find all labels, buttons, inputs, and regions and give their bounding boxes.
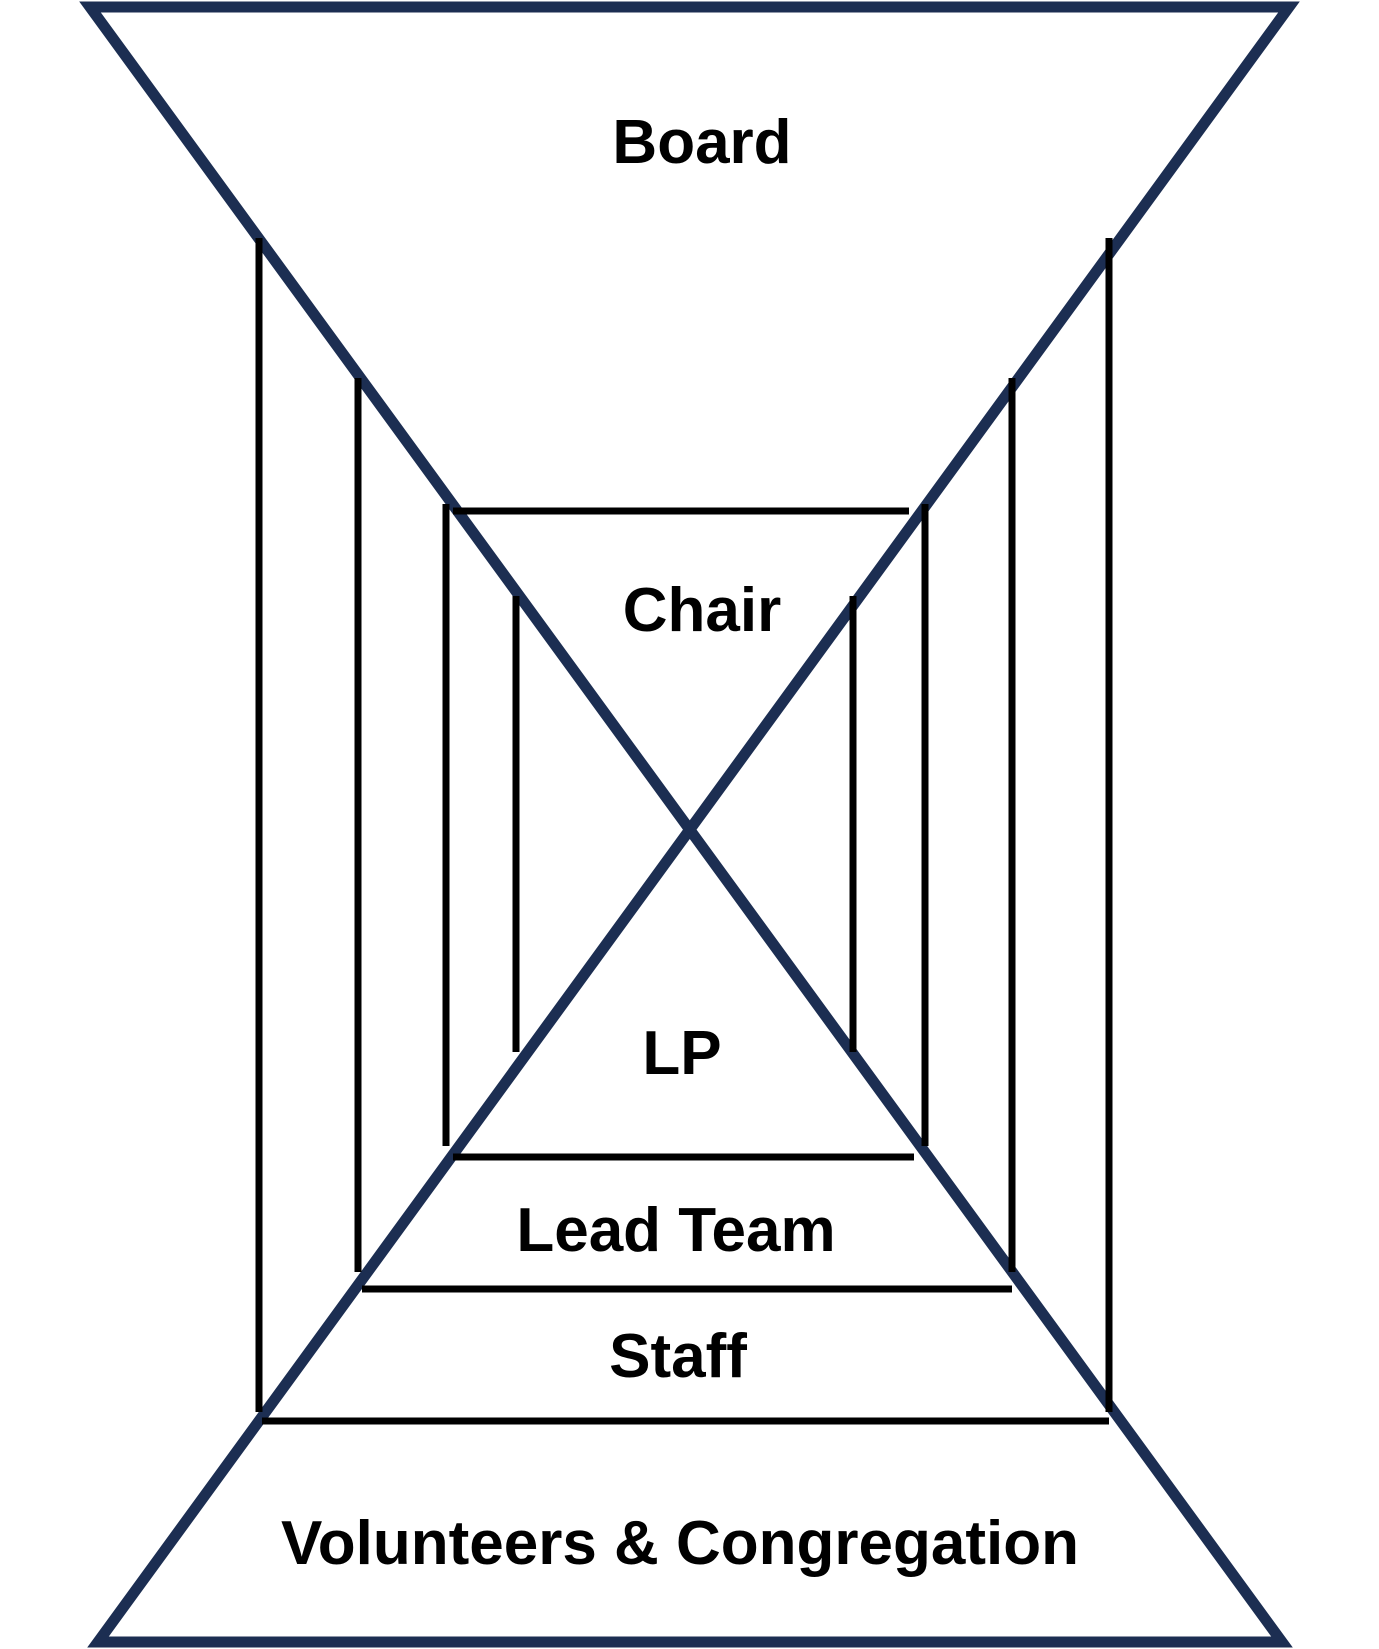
lead-team-label: Lead Team [516, 1196, 835, 1265]
volunteers-congregation-label: Volunteers & Congregation [281, 1509, 1079, 1578]
chair-label: Chair [623, 576, 781, 645]
board-label: Board [612, 108, 791, 177]
lp-label: LP [642, 1019, 721, 1088]
hourglass-outline [79, 1, 1300, 1648]
staff-label: Staff [609, 1322, 747, 1391]
